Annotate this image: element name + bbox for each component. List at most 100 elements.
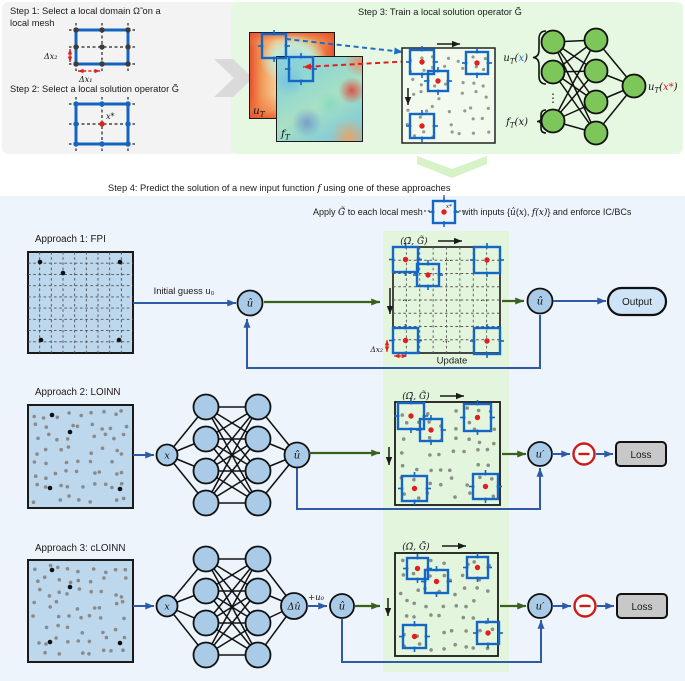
scatter-dot <box>412 92 416 96</box>
scatter-dot <box>59 447 63 452</box>
scatter-dot <box>439 482 443 487</box>
step4-f: f <box>316 183 322 194</box>
right-chevron-arrow-icon <box>214 59 253 97</box>
scatter-dot <box>424 604 428 609</box>
patch-node <box>465 566 469 569</box>
scatter-dot <box>88 459 93 464</box>
patch-node <box>415 273 419 277</box>
loss-text-a2: Loss <box>630 450 651 461</box>
nn-node <box>244 641 272 669</box>
nn-edge <box>205 406 259 504</box>
step4-post: using one of these approaches <box>321 183 451 193</box>
nn-in-u-x: x <box>518 53 524 64</box>
scatter-dot <box>471 117 475 121</box>
scatter-dot <box>77 498 81 502</box>
scatter-dot <box>442 561 446 566</box>
patch-node <box>432 60 436 64</box>
scatter-dot <box>447 110 451 114</box>
patch-node <box>462 416 466 419</box>
scatter-dot <box>35 452 39 456</box>
approach2-skip-connection <box>296 468 544 510</box>
x-star-point <box>425 272 431 278</box>
local-mesh-patch <box>389 243 422 276</box>
scatter-dot <box>429 468 433 473</box>
x-star-point <box>485 630 491 636</box>
scatter-dot <box>476 448 480 452</box>
patch-node <box>498 339 502 343</box>
nn-node <box>540 59 566 85</box>
apply-u-hat: û <box>510 207 516 218</box>
scatter-dot <box>474 90 478 94</box>
mesh-node <box>73 27 79 33</box>
step1-title-line1: Step 1: Select a local domain Ω̃ on a <box>10 6 161 16</box>
scatter-dot <box>109 649 113 653</box>
patch-outline <box>260 32 288 60</box>
scatter-dot <box>490 477 494 481</box>
scatter-dot <box>76 569 80 574</box>
scatter-dot <box>416 496 421 500</box>
scatter-dot <box>65 485 70 489</box>
scatter-dot <box>417 642 422 646</box>
patch-node <box>440 428 444 432</box>
patch-node <box>391 258 395 261</box>
patch-node <box>260 44 264 48</box>
scatter-dot <box>119 595 124 599</box>
patch-node <box>284 44 288 48</box>
approach3-skip-connection <box>341 619 545 663</box>
scatter-dot <box>460 91 464 95</box>
ellipsis-4: ⋯ <box>442 337 450 346</box>
sensor-dot <box>116 337 122 343</box>
scatter-dot <box>33 422 38 427</box>
scatter-dot <box>428 481 433 486</box>
nn-node <box>244 393 272 421</box>
local-mesh-patch <box>399 621 430 652</box>
scatter-dot <box>43 447 48 452</box>
nn-in-u-close: ) <box>523 53 528 64</box>
scatter-dot <box>412 477 416 482</box>
output-text: Output <box>622 297 652 308</box>
scatter-dot <box>71 423 75 428</box>
patch-outline <box>287 55 315 83</box>
patch-node <box>446 580 450 583</box>
patch-node <box>418 428 422 432</box>
scatter-dot <box>57 578 62 582</box>
scatter-dot <box>119 452 124 456</box>
apply-g: G̃ <box>338 206 345 218</box>
nn-out-base: u <box>648 82 654 93</box>
approach3-scatter <box>31 563 128 656</box>
patch-node <box>424 635 428 638</box>
mesh-node <box>125 44 131 50</box>
brace-u-input-icon <box>532 30 547 85</box>
step3-neural-network <box>540 27 647 146</box>
scatter-dot <box>483 57 487 61</box>
sensor-dot <box>47 639 53 645</box>
scatter-dot <box>464 645 469 649</box>
scatter-dot <box>402 492 407 496</box>
mesh-node <box>125 101 131 107</box>
scatter-dot <box>427 420 431 424</box>
patch-node <box>287 67 291 71</box>
scatter-dot <box>65 625 70 630</box>
scatter-dot <box>476 462 481 467</box>
local-mesh-patch <box>406 46 438 78</box>
nn-out-close: ) <box>673 82 678 93</box>
scatter-dot <box>97 606 102 610</box>
scatter-dot <box>104 570 108 575</box>
scatter-dot <box>467 437 471 442</box>
scatter-dot <box>124 576 128 580</box>
scatter-dot <box>446 56 451 61</box>
apply-inputs-pre: with inputs { <box>461 207 510 217</box>
patch-node <box>416 577 419 581</box>
scatter-dot <box>486 106 490 110</box>
x-star-point <box>414 565 421 572</box>
scatter-dot <box>462 586 467 590</box>
patch-node <box>413 474 416 478</box>
scatter-dot <box>426 412 430 416</box>
scatter-dot <box>461 81 465 85</box>
nn-node <box>192 641 220 669</box>
nn-edge <box>205 590 259 656</box>
sensor-dot <box>47 485 53 491</box>
local-mesh-patch <box>398 472 431 505</box>
scatter-dot <box>468 491 472 495</box>
